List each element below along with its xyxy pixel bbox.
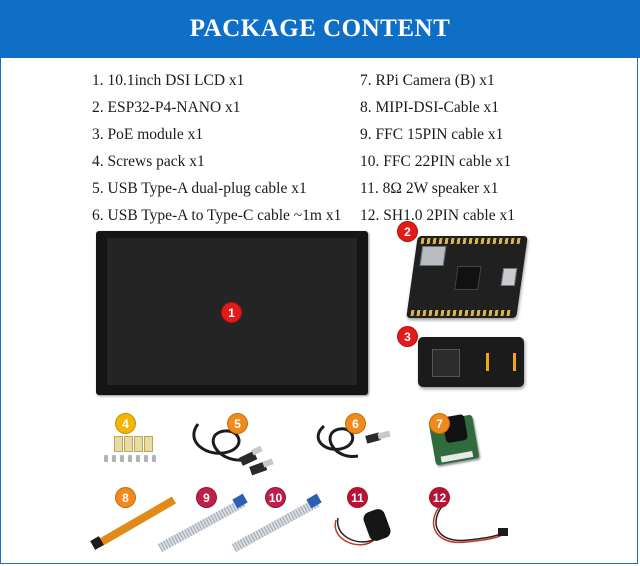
badge-5: 5 <box>228 414 247 433</box>
screw <box>144 455 148 462</box>
ffc-22pin-cable-image <box>231 493 322 552</box>
chip <box>454 266 482 290</box>
badge-7: 7 <box>430 414 449 433</box>
transformer <box>432 349 460 377</box>
lcd-display-image <box>96 231 368 395</box>
screw <box>112 455 116 462</box>
badge-2: 2 <box>398 222 417 241</box>
mipi-dsi-cable-image <box>90 496 177 550</box>
pin-header <box>410 310 512 316</box>
badge-6: 6 <box>346 414 365 433</box>
usb-dual-plug-cable-image <box>192 423 274 476</box>
standoff <box>124 436 133 452</box>
list-item: 1. 10.1inch DSI LCD x1 <box>92 72 245 89</box>
list-item: 6. USB Type-A to Type-C cable ~1m x1 <box>92 207 342 224</box>
list-item: 9. FFC 15PIN cable x1 <box>360 126 504 143</box>
package-list-left: 1. 10.1inch DSI LCD x1 2. ESP32-P4-NANO … <box>92 67 341 229</box>
esp32-board-image <box>406 236 528 318</box>
list-item: 2. ESP32-P4-NANO x1 <box>92 99 241 116</box>
screw <box>120 455 124 462</box>
package-list-right: 7. RPi Camera (B) x1 8. MIPI-DSI-Cable x… <box>360 67 515 229</box>
ethernet-port <box>419 246 447 266</box>
badge-4: 4 <box>116 414 135 433</box>
list-item: 5. USB Type-A dual-plug cable x1 <box>92 180 307 197</box>
standoff <box>144 436 153 452</box>
ffc-15pin-cable-image <box>157 493 248 552</box>
standoff <box>114 436 123 452</box>
list-item: 11. 8Ω 2W speaker x1 <box>360 180 499 197</box>
list-item: 4. Screws pack x1 <box>92 153 205 170</box>
pin-header <box>420 238 522 244</box>
screw <box>128 455 132 462</box>
list-item: 7. RPi Camera (B) x1 <box>360 72 495 89</box>
badge-1: 1 <box>222 303 241 322</box>
list-item: 12. SH1.0 2PIN cable x1 <box>360 207 515 224</box>
badge-11: 11 <box>348 488 367 507</box>
list-item: 10. FFC 22PIN cable x1 <box>360 153 512 170</box>
list-item: 3. PoE module x1 <box>92 126 204 143</box>
badge-3: 3 <box>398 327 417 346</box>
poe-module-image <box>418 337 524 387</box>
standoff <box>134 436 143 452</box>
badge-9: 9 <box>197 488 216 507</box>
page-title: PACKAGE CONTENT <box>0 0 640 58</box>
list-item: 8. MIPI-DSI-Cable x1 <box>360 99 500 116</box>
badge-8: 8 <box>116 488 135 507</box>
badge-10: 10 <box>266 488 285 507</box>
badge-12: 12 <box>430 488 449 507</box>
screw <box>104 455 108 462</box>
screw <box>152 455 156 462</box>
logo-mark <box>486 353 516 371</box>
screw <box>136 455 140 462</box>
sh10-2pin-cable-image <box>432 499 508 544</box>
usb-port <box>500 268 518 286</box>
usb-a-to-type-c-cable-image <box>316 424 391 458</box>
